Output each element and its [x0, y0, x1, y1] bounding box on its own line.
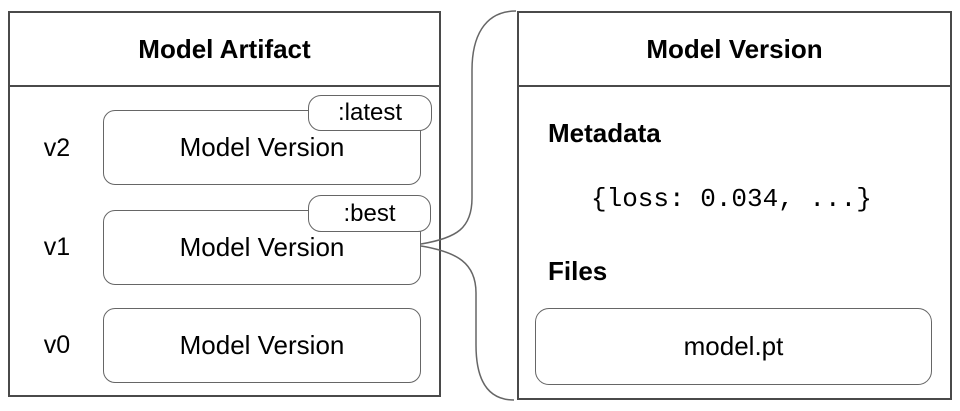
model-version-detail-panel-title: Model Version [519, 13, 950, 87]
model-version-box-v1-label: Model Version [179, 232, 345, 262]
file-name-label: model.pt [683, 331, 784, 361]
alias-tag-best-label: :best [343, 199, 396, 227]
model-version-box-v0-label: Model Version [179, 330, 345, 360]
version-label-v0: v0 [43, 331, 71, 359]
model-version-box-v0: Model Version [103, 308, 421, 383]
metadata-value: {loss: 0.034, ...} [591, 184, 872, 214]
metadata-section-heading: Metadata [548, 118, 661, 148]
version-label-v2: v2 [43, 134, 71, 162]
file-box: model.pt [535, 308, 932, 385]
alias-tag-latest: :latest [308, 95, 432, 131]
model-artifact-panel: Model Artifact v2 Model Version :latest … [8, 11, 441, 397]
alias-tag-best: :best [308, 195, 431, 232]
model-artifact-panel-title: Model Artifact [10, 13, 439, 87]
version-label-v1: v1 [43, 233, 71, 261]
files-section-heading: Files [548, 256, 608, 286]
model-version-box-v2-label: Model Version [179, 132, 345, 162]
model-version-detail-panel: Model Version Metadata {loss: 0.034, ...… [517, 11, 952, 400]
alias-tag-latest-label: :latest [337, 99, 403, 126]
